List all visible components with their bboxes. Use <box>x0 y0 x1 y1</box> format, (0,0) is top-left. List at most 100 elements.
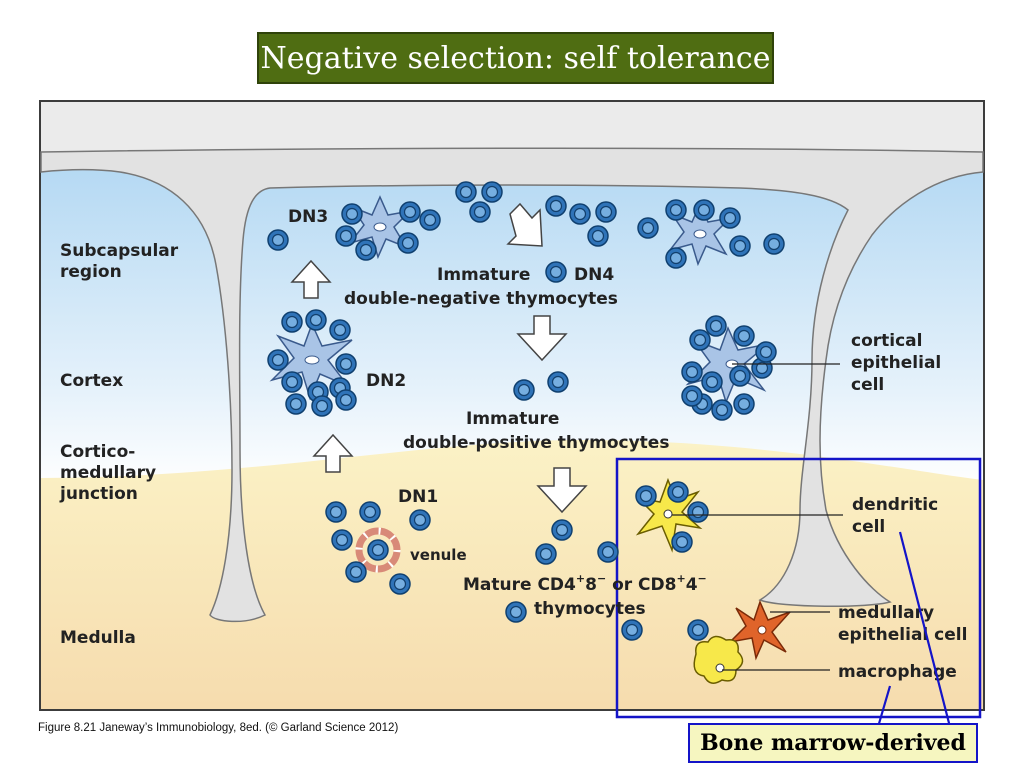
thymocyte-nucleus <box>669 203 683 217</box>
arrow-dn-to-dp <box>516 315 568 362</box>
thymocyte-nucleus <box>675 535 689 549</box>
thymocyte-nucleus <box>285 375 299 389</box>
thymocyte-nucleus <box>573 207 587 221</box>
capsule-trabeculae <box>40 147 984 623</box>
label-mature-2: thymocytes <box>534 599 646 619</box>
thymocyte-nucleus <box>693 333 707 347</box>
page-title: Negative selection: self tolerance <box>260 40 771 76</box>
thymocyte-nucleus <box>335 533 349 547</box>
thymocyte-nucleus <box>333 323 347 337</box>
label-medulla: Medulla <box>60 628 136 648</box>
arrow-dp-to-mature <box>536 467 588 514</box>
thymocyte-nucleus <box>339 229 353 243</box>
arrow-dn2-to-dn3 <box>290 259 332 299</box>
bone-marrow-derived-text: Bone marrow-derived <box>700 730 966 756</box>
label-dn4: DN4 <box>574 265 614 285</box>
pointer-macrophage <box>876 685 892 728</box>
thymocyte-nucleus <box>641 221 655 235</box>
thymocyte-nucleus <box>639 489 653 503</box>
thymocyte-nucleus <box>555 523 569 537</box>
thymocyte-nucleus <box>697 203 711 217</box>
thymocyte-nucleus <box>345 207 359 221</box>
thymocyte-nucleus <box>709 319 723 333</box>
thymocyte-nucleus <box>315 399 329 413</box>
thymocyte-nucleus <box>539 547 553 561</box>
thymocyte-nucleus <box>517 383 531 397</box>
arrow-dn3-to-dn4 <box>506 202 543 247</box>
label-dn3: DN3 <box>288 207 328 227</box>
thymocyte-nucleus <box>393 577 407 591</box>
label-dn1: DN1 <box>398 487 438 507</box>
thymocyte-nucleus <box>339 357 353 371</box>
thymocyte-nucleus <box>271 233 285 247</box>
thymocyte-nucleus <box>423 213 437 227</box>
thymocyte-nucleus <box>767 237 781 251</box>
thymocyte-nucleus <box>733 239 747 253</box>
thymocyte-nucleus <box>551 375 565 389</box>
label-immature-dp-2: double-positive thymocytes <box>403 433 669 453</box>
thymocyte-nucleus <box>309 313 323 327</box>
thymocyte-nucleus <box>403 205 417 219</box>
thymocyte-nucleus <box>591 229 605 243</box>
arrows <box>290 202 588 514</box>
thymocyte-nucleus <box>625 623 639 637</box>
thymocyte-nucleus <box>363 505 377 519</box>
thymocyte-nucleus <box>285 315 299 329</box>
label-mature-1: Mature CD4+8− or CD8+4− <box>463 572 707 595</box>
thymocytes <box>267 181 785 641</box>
thymocyte-nucleus <box>601 545 615 559</box>
label-dn2: DN2 <box>366 371 406 391</box>
bone-marrow-derived-highlight <box>615 457 982 719</box>
bone-marrow-derived-label: Bone marrow-derived <box>688 723 978 763</box>
medulla-region <box>41 440 983 709</box>
thymocyte-nucleus <box>733 369 747 383</box>
thymocyte-nucleus <box>271 353 285 367</box>
macrophage <box>693 635 744 684</box>
thymocyte-nucleus <box>473 205 487 219</box>
thymocyte-nucleus <box>755 361 769 375</box>
thymocyte-nucleus <box>359 243 373 257</box>
thymocyte-nucleus <box>329 505 343 519</box>
thymocyte-nucleus <box>691 505 705 519</box>
thymocyte-nucleus <box>669 251 683 265</box>
label-immature-dn-1: Immature <box>437 265 530 285</box>
label-venule: venule <box>410 546 467 564</box>
thymocyte-nucleus <box>371 543 385 557</box>
thymocyte-nucleus <box>685 365 699 379</box>
thymocyte-nucleus <box>339 393 353 407</box>
label-macrophage: macrophage <box>838 662 957 682</box>
thymocyte-nucleus <box>509 605 523 619</box>
thymocyte-nucleus <box>737 397 751 411</box>
medullary-epithelial-cell <box>727 599 791 661</box>
thymocyte-nucleus <box>685 389 699 403</box>
thymocyte-nucleus <box>485 185 499 199</box>
thymocyte-nucleus <box>401 236 415 250</box>
arrow-dn1-to-dn2 <box>312 433 354 473</box>
thymocyte-nucleus <box>737 329 751 343</box>
title-box: Negative selection: self tolerance <box>257 32 774 84</box>
pointer-dendritic <box>898 531 952 728</box>
thymocyte-nucleus <box>459 185 473 199</box>
thymocyte-nucleus <box>289 397 303 411</box>
thymocyte-nucleus <box>549 199 563 213</box>
label-immature-dn-2: double-negative thymocytes <box>344 289 618 309</box>
label-cortex: Cortex <box>60 371 123 391</box>
thymocyte-nucleus <box>691 623 705 637</box>
figure-caption: Figure 8.21 Janeway’s Immunobiology, 8ed… <box>38 722 399 734</box>
thymocyte-nucleus <box>349 565 363 579</box>
thymocyte-nucleus <box>723 211 737 225</box>
thymocyte-nucleus <box>671 485 685 499</box>
label-immature-dp-1: Immature <box>466 409 559 429</box>
thymocyte-nucleus <box>759 345 773 359</box>
venule <box>355 527 401 573</box>
thymocyte-nucleus <box>599 205 613 219</box>
thymocyte-nucleus <box>549 265 563 279</box>
thymocyte-nucleus <box>715 403 729 417</box>
thymocyte-nucleus <box>705 375 719 389</box>
